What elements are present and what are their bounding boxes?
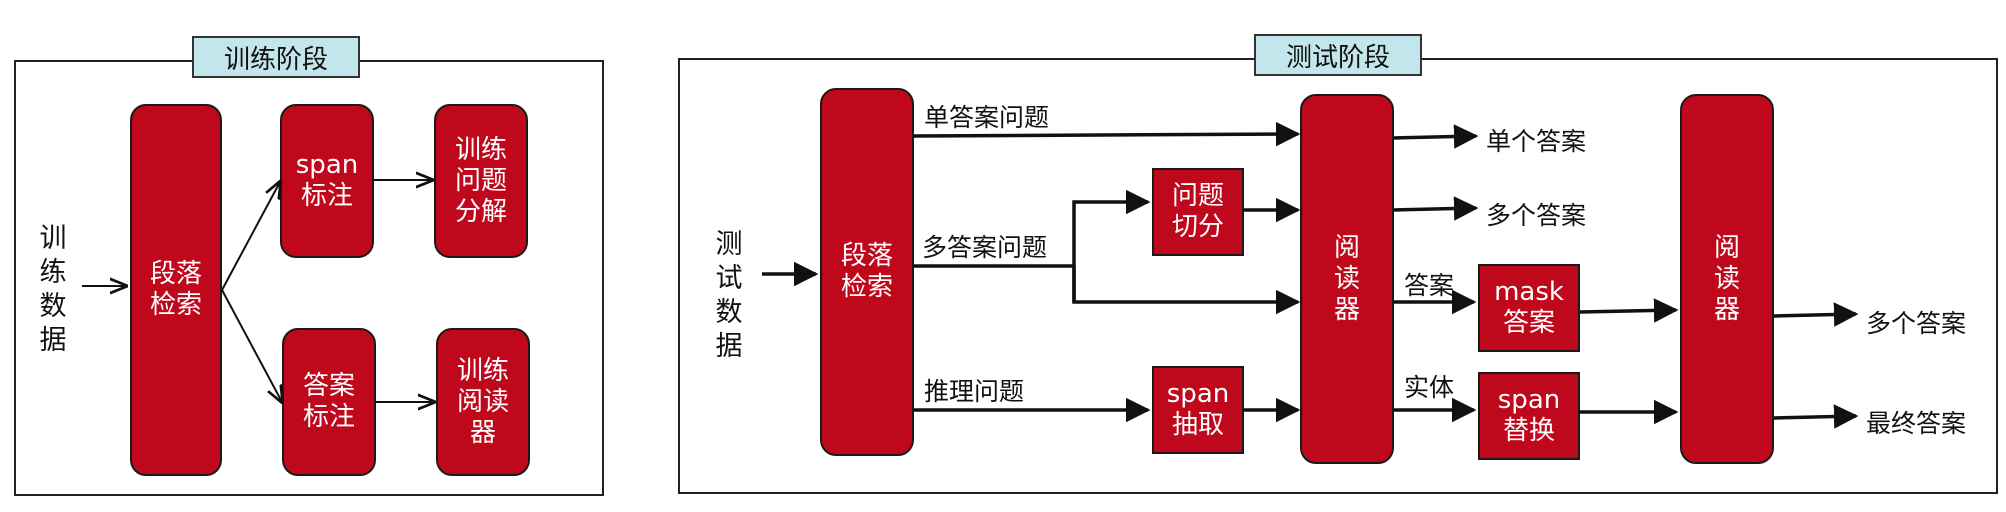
answer-edge-label: 答案 — [1404, 271, 1455, 300]
question-split-box: 问题 切分 — [1152, 168, 1244, 256]
training-retrieval-box: 段落 检索 — [130, 104, 222, 476]
train-to-span-arrow — [221, 182, 280, 291]
single-q-arrow — [913, 121, 1301, 147]
testing-retrieval-box: 段落 检索 — [820, 88, 914, 456]
reasoning-question-label: 推理问题 — [924, 377, 1025, 406]
train-reader-box: 训练 阅读 器 — [436, 328, 530, 476]
multi-q-to-reader-arrow — [1072, 266, 1301, 315]
train-to-answer-arrow — [221, 289, 282, 402]
single-question-label: 单答案问题 — [924, 103, 1050, 132]
multi-answer-label: 多个答案 — [1486, 201, 1587, 230]
reader-multi-answer-arrow — [1393, 196, 1479, 221]
testing-title: 测试阶段 — [1254, 34, 1422, 76]
mask-answer-box: mask 答案 — [1478, 264, 1580, 352]
span-extract-box: span 抽取 — [1152, 366, 1244, 454]
reader-box-1: 阅 读 器 — [1300, 94, 1394, 464]
training-title: 训练阶段 — [192, 36, 360, 78]
multi-question-label: 多答案问题 — [922, 233, 1048, 262]
reader2-final-answer-arrow — [1773, 404, 1859, 429]
span-replace-box: span 替换 — [1478, 372, 1580, 460]
span-label-box: span 标注 — [280, 104, 374, 258]
answer-label-box: 答案 标注 — [282, 328, 376, 476]
mask-to-reader2-arrow — [1579, 298, 1679, 323]
final-answer-label: 最终答案 — [1866, 409, 1967, 438]
training-input-label: 训 练 数 据 — [39, 223, 67, 356]
reader-single-answer-arrow — [1393, 124, 1479, 149]
testing-input-label: 测 试 数 据 — [715, 229, 743, 362]
reader-box-2: 阅 读 器 — [1680, 94, 1774, 464]
multi-q-to-split-arrow — [1072, 189, 1151, 302]
train-decomposition-box: 训练 问题 分解 — [434, 104, 528, 258]
entity-edge-label: 实体 — [1404, 373, 1455, 402]
single-answer-label: 单个答案 — [1486, 127, 1587, 156]
reader2-multi-answer-arrow — [1773, 302, 1859, 327]
multi-answer-final-label: 多个答案 — [1866, 309, 1967, 338]
